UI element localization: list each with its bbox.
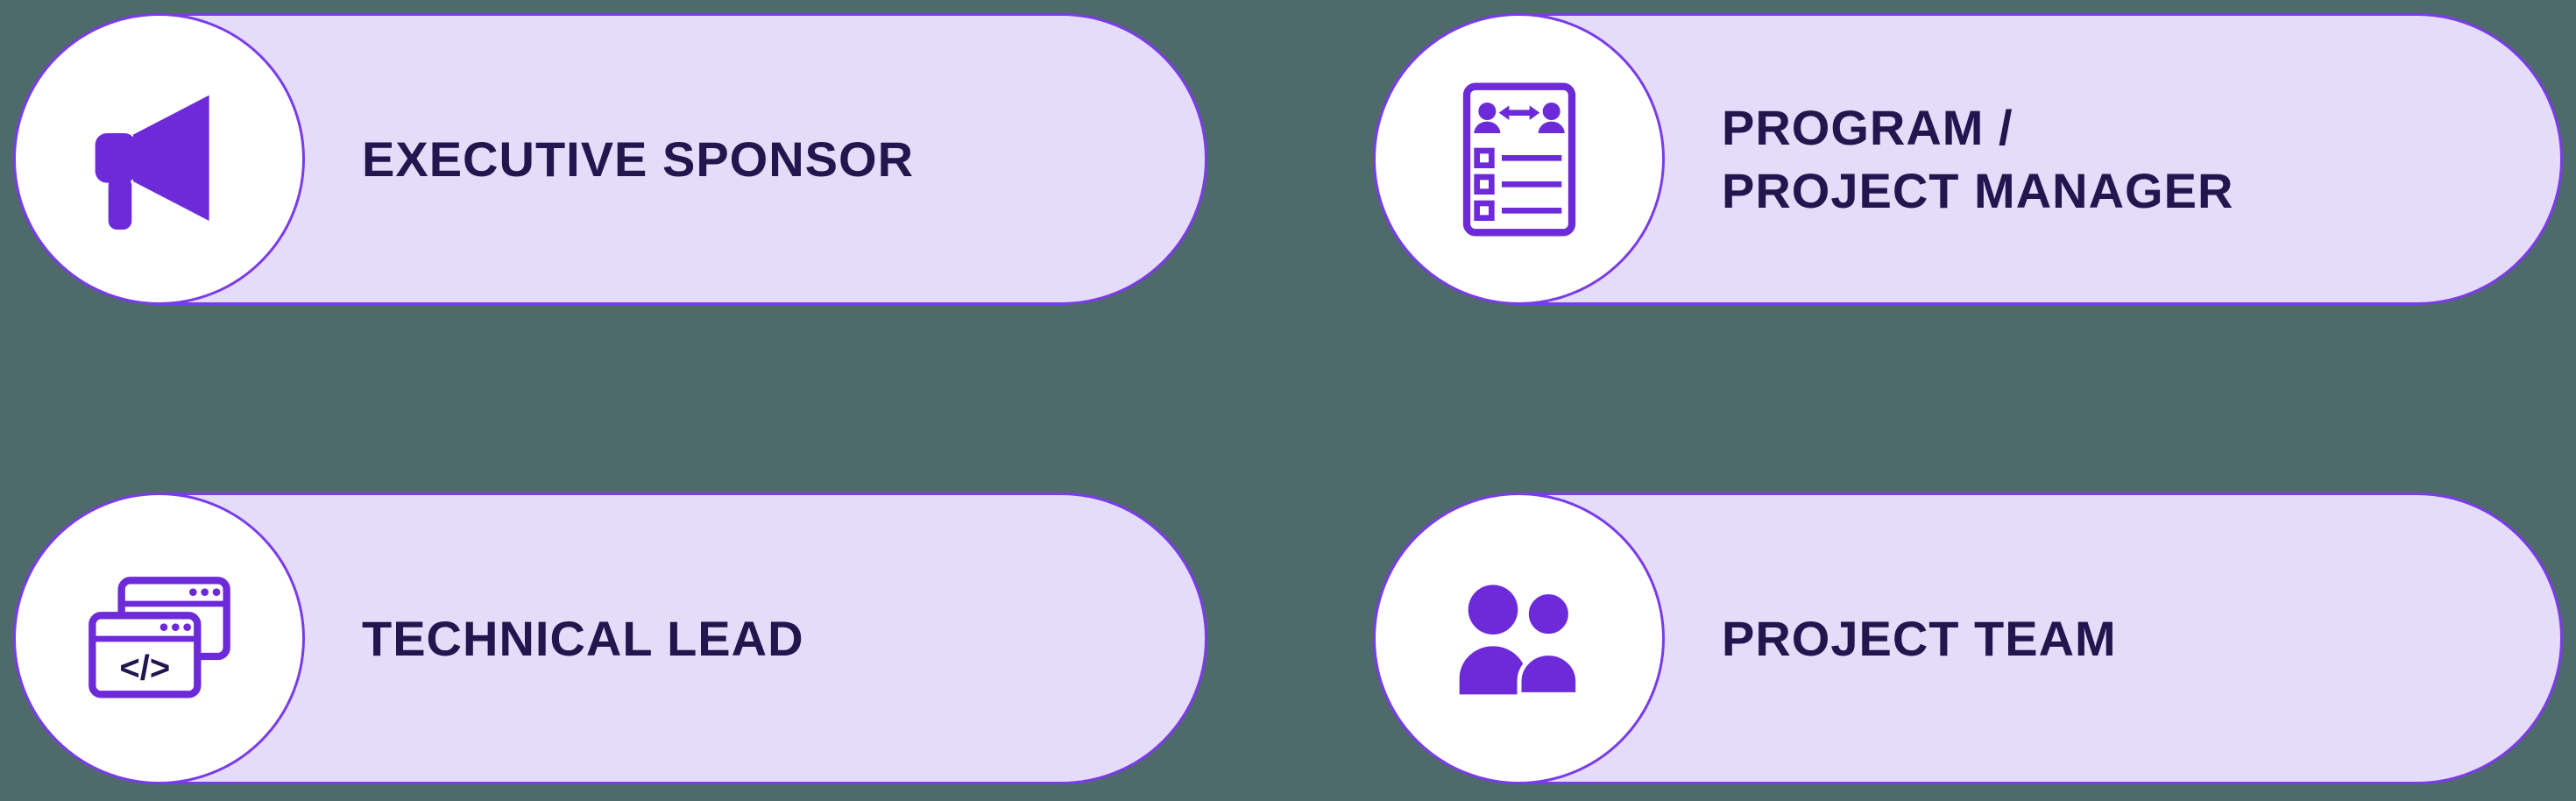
code-windows-icon: </>	[88, 576, 230, 698]
card-program-project-manager: PROGRAM / PROJECT MANAGER	[1373, 13, 2563, 305]
stakeholder-list-icon	[1462, 82, 1575, 236]
card-technical-lead: </> TECHNICAL LEAD	[13, 493, 1207, 784]
icon-circle: </>	[13, 493, 305, 784]
icon-circle	[1373, 493, 1665, 784]
card-label: TECHNICAL LEAD	[362, 610, 804, 666]
code-symbol: </>	[119, 649, 170, 687]
card-executive-sponsor: EXECUTIVE SPONSOR	[13, 13, 1207, 305]
card-label: PROJECT TEAM	[1722, 610, 2117, 666]
icon-circle	[1373, 13, 1665, 305]
card-label: EXECUTIVE SPONSOR	[362, 131, 915, 187]
card-project-team: PROJECT TEAM	[1373, 493, 2563, 784]
team-icon	[1459, 584, 1580, 697]
icon-circle	[13, 13, 305, 305]
megaphone-icon	[95, 95, 209, 230]
card-label: PROGRAM / PROJECT MANAGER	[1722, 99, 2234, 218]
